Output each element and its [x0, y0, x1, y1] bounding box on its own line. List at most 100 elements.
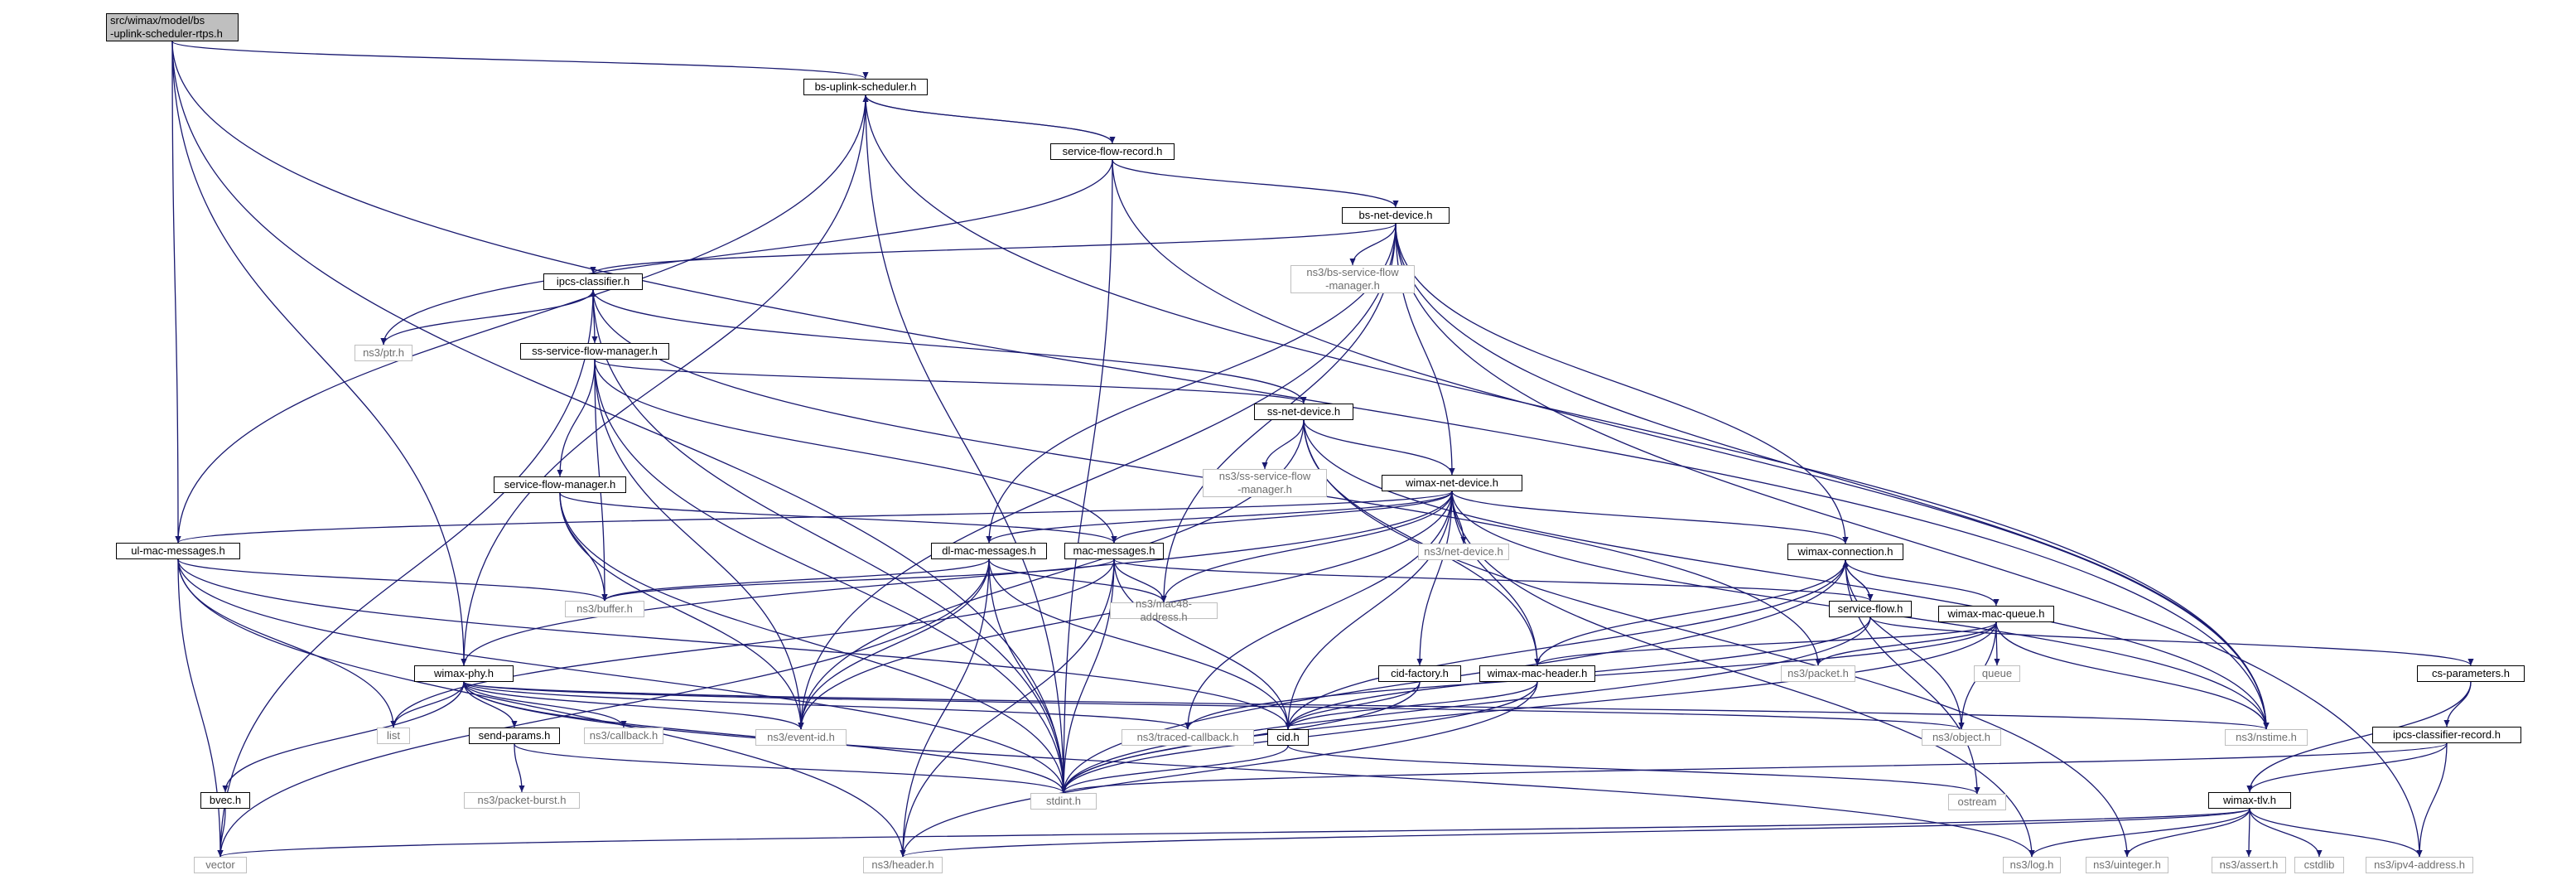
- edge-ssnet-to-wnd: [1303, 419, 1455, 476]
- edge-wtlv-to-uint: [2124, 808, 2250, 858]
- edge-macmsg-to-cid: [1113, 558, 1291, 730]
- node-cstdlib: cstdlib: [2294, 857, 2344, 873]
- edge-macmsg-to-mac48: [1113, 558, 1167, 603]
- edge-wphy-to-cb: [463, 681, 627, 728]
- node-sendp[interactable]: send-params.h: [469, 728, 560, 744]
- node-packet: ns3/packet.h: [1781, 665, 1855, 682]
- edge-dlmac-to-buffer: [601, 558, 990, 602]
- edge-sssfm-to-macmsg: [594, 359, 1117, 544]
- edge-sendp-to-pburst: [514, 743, 525, 793]
- edge-sssfm-to-evid: [594, 359, 804, 730]
- node-sf[interactable]: service-flow.h: [1829, 601, 1912, 617]
- edge-wtlv-to-log: [2028, 808, 2250, 858]
- edge-macmsg-to-buffer: [601, 558, 1115, 602]
- edge-ssnet-to-nstime: [1303, 419, 2270, 730]
- edge-sfr-to-nstime: [1112, 159, 2270, 730]
- edge-ssnet-to-nsssfm: [1261, 419, 1305, 470]
- node-wmh[interactable]: wimax-mac-header.h: [1479, 665, 1595, 682]
- node-ipcs[interactable]: ipcs-classifier.h: [543, 273, 643, 290]
- node-uint: ns3/uinteger.h: [2086, 857, 2168, 873]
- node-cid[interactable]: cid.h: [1267, 729, 1309, 746]
- edge-macmsg-to-stdint: [1060, 558, 1115, 794]
- edge-wtlv-to-cstdlib: [2249, 808, 2323, 858]
- edge-sfr-to-bsup: [862, 94, 1113, 144]
- edge-wphy-to-object: [463, 681, 1965, 730]
- node-ipv4: ns3/ipv4-address.h: [2366, 857, 2473, 873]
- edge-cid-to-ostream: [1287, 745, 1980, 795]
- edge-cidf-to-cid: [1285, 681, 1421, 730]
- edge-wphy-to-sendp: [463, 681, 518, 728]
- edge-sssfm-to-sfm: [557, 359, 596, 477]
- node-evid: ns3/event-id.h: [755, 729, 847, 746]
- edge-wphy-to-list: [390, 681, 465, 728]
- node-macmsg[interactable]: mac-messages.h: [1064, 543, 1164, 559]
- edge-ulmac-to-list: [177, 558, 397, 728]
- edge-wnd-to-wconn: [1451, 491, 1849, 544]
- node-nstime: ns3/nstime.h: [2225, 729, 2308, 746]
- node-stdint: stdint.h: [1030, 793, 1097, 810]
- node-wmq[interactable]: wimax-mac-queue.h: [1938, 606, 2054, 622]
- node-wconn[interactable]: wimax-connection.h: [1787, 544, 1903, 560]
- edge-ipcs-to-ptr: [380, 289, 594, 346]
- edge-root-to-ulmac: [171, 41, 181, 544]
- edge-dlmac-to-cid: [988, 558, 1291, 730]
- edge-wnd-to-ulmac: [175, 491, 1453, 544]
- edge-wmq-to-wmh: [1534, 621, 1997, 666]
- edge-ssnet-to-evid: [798, 419, 1305, 730]
- edge-wnd-to-wmh: [1451, 491, 1541, 666]
- node-ssnet[interactable]: ss-net-device.h: [1254, 404, 1353, 420]
- edge-bsup-to-ulmac: [175, 94, 866, 544]
- edge-icr-to-wtlv: [2246, 742, 2448, 793]
- edge-csp-to-icr: [2443, 681, 2472, 728]
- node-netdev: ns3/net-device.h: [1418, 544, 1509, 560]
- edge-csp-to-wtlv: [2246, 681, 2472, 793]
- edge-ipcs-to-vector: [217, 289, 594, 858]
- edge-root-to-nstime: [171, 41, 2270, 730]
- edge-ulmac-to-header: [177, 558, 906, 858]
- node-wphy[interactable]: wimax-phy.h: [414, 665, 514, 682]
- node-header: ns3/header.h: [863, 857, 943, 873]
- edge-bsnet-to-ipcs: [590, 223, 1397, 274]
- edge-wnd-to-macmsg: [1111, 491, 1453, 544]
- edge-sfr-to-bsnet: [1112, 159, 1399, 208]
- edge-sf-to-csp: [1869, 616, 2474, 666]
- node-wtlv[interactable]: wimax-tlv.h: [2208, 792, 2291, 809]
- node-sfm[interactable]: service-flow-manager.h: [494, 476, 626, 493]
- edge-sfm-to-stdint: [559, 492, 1067, 794]
- edge-dlmac-to-header: [900, 558, 990, 858]
- edge-sendp-to-stdint: [514, 743, 1067, 794]
- edge-wmq-to-nstime: [1995, 621, 2270, 730]
- edge-wnd-to-dlmac: [986, 491, 1453, 544]
- edge-sf-to-wconn: [1842, 559, 1871, 602]
- node-wnd[interactable]: wimax-net-device.h: [1382, 475, 1522, 491]
- edge-ulmac-to-cid: [177, 558, 1291, 730]
- edge-dlmac-to-vector: [217, 558, 990, 858]
- edge-bsup-to-stdint: [865, 94, 1067, 794]
- edge-ssnet-to-wmh: [1303, 419, 1541, 666]
- node-sfr[interactable]: service-flow-record.h: [1050, 143, 1175, 160]
- edge-wphy-to-log: [463, 681, 2035, 858]
- edge-wnd-to-tcb: [1184, 491, 1453, 730]
- edge-wtlv-to-assert: [2246, 808, 2252, 858]
- node-bvec[interactable]: bvec.h: [200, 792, 250, 809]
- node-cidf[interactable]: cid-factory.h: [1378, 665, 1461, 682]
- node-sssfm[interactable]: ss-service-flow-manager.h: [520, 343, 669, 360]
- edge-ssnet-to-ipcs: [590, 289, 1305, 404]
- node-bsnet[interactable]: bs-net-device.h: [1342, 207, 1450, 224]
- node-dlmac[interactable]: dl-mac-messages.h: [931, 543, 1047, 559]
- edge-wtlv-to-ipv4: [2249, 808, 2423, 858]
- edge-ulmac-to-vector: [177, 558, 224, 858]
- node-icr[interactable]: ipcs-classifier-record.h: [2372, 727, 2521, 743]
- edge-bsnet-to-nstime: [1395, 223, 2270, 730]
- node-bsup[interactable]: bs-uplink-scheduler.h: [803, 79, 928, 95]
- edge-bsnet-to-wconn: [1395, 223, 1849, 544]
- node-queue: queue: [1974, 665, 2020, 682]
- node-vector: vector: [194, 857, 247, 873]
- edge-sfm-to-buffer: [559, 492, 608, 602]
- node-root[interactable]: src/wimax/model/bs -uplink-scheduler-rtp…: [106, 13, 239, 41]
- node-ulmac[interactable]: ul-mac-messages.h: [116, 543, 240, 559]
- node-csp[interactable]: cs-parameters.h: [2417, 665, 2525, 682]
- edge-bsup-to-wphy: [461, 94, 866, 666]
- node-cb: ns3/callback.h: [584, 728, 663, 744]
